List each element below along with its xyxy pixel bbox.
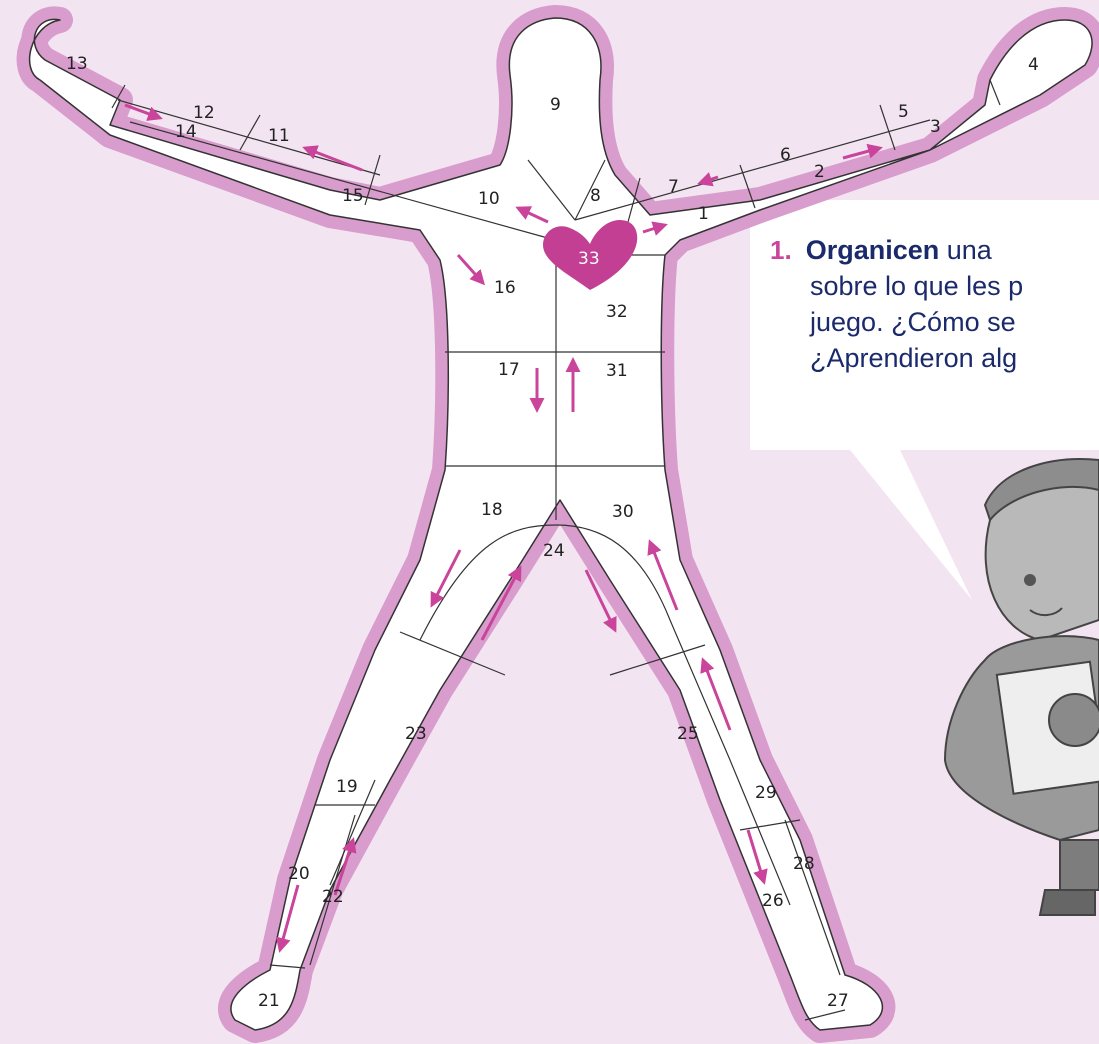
instruction-line-4: ¿Aprendieron alg xyxy=(770,340,1023,376)
cell-number: 27 xyxy=(827,991,849,1011)
cell-number: 5 xyxy=(898,102,909,122)
cell-number: 4 xyxy=(1028,55,1039,75)
cell-number: 13 xyxy=(66,54,88,74)
cell-number: 29 xyxy=(755,783,777,803)
cell-number: 12 xyxy=(193,103,215,123)
cell-number: 8 xyxy=(590,186,601,206)
cell-number: 32 xyxy=(606,302,628,322)
cell-number: 11 xyxy=(268,126,290,146)
cell-number: 15 xyxy=(342,186,364,206)
cell-number: 6 xyxy=(780,145,791,165)
instruction-line-3: juego. ¿Cómo se xyxy=(770,304,1023,340)
cell-number: 17 xyxy=(498,360,520,380)
cell-number: 3 xyxy=(930,117,941,137)
cell-number: 16 xyxy=(494,278,516,298)
cell-number: 30 xyxy=(612,502,634,522)
cell-number: 24 xyxy=(543,541,565,561)
cell-number: 26 xyxy=(762,891,784,911)
step-number: 1. xyxy=(770,235,792,265)
heart-number: 33 xyxy=(578,249,600,269)
cell-number: 7 xyxy=(668,177,679,197)
cell-number: 28 xyxy=(793,854,815,874)
cell-number: 22 xyxy=(322,887,344,907)
cell-number: 9 xyxy=(550,95,561,115)
cell-number: 21 xyxy=(258,991,280,1011)
instruction-line-1-rest: una xyxy=(939,235,992,265)
cell-number: 18 xyxy=(481,500,503,520)
instruction-line-2: sobre lo que les p xyxy=(770,268,1023,304)
cell-number: 10 xyxy=(478,189,500,209)
instruction-verb: Organicen xyxy=(806,235,940,265)
cell-number: 20 xyxy=(288,864,310,884)
cell-number: 19 xyxy=(336,777,358,797)
instruction-text: 1. Organicen una sobre lo que les p juego… xyxy=(770,232,1023,376)
cell-number: 25 xyxy=(677,724,699,744)
cell-number: 1 xyxy=(698,204,709,224)
child-illustration xyxy=(945,459,1099,915)
cell-number: 23 xyxy=(405,724,427,744)
cell-number: 31 xyxy=(606,361,628,381)
cell-number: 14 xyxy=(175,122,197,142)
arrow xyxy=(305,148,362,170)
cell-number: 2 xyxy=(814,162,825,182)
instruction-line-1: 1. Organicen una xyxy=(770,232,1023,268)
